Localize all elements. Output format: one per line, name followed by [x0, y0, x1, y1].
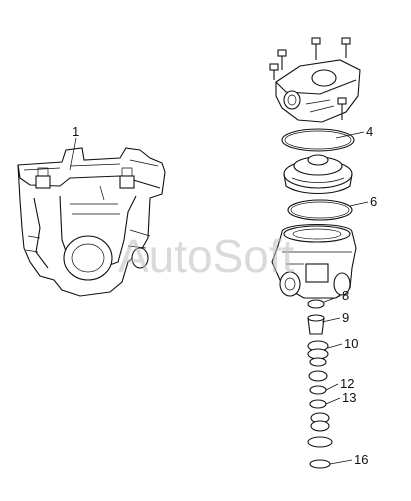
lower-housing [271, 223, 357, 299]
valve-housing-part-1 [17, 147, 166, 297]
callout-13: 13 [342, 390, 356, 405]
cover-screws [269, 37, 351, 120]
leader-lines [69, 131, 369, 465]
small-parts-stack [307, 299, 333, 469]
o-ring-part-6-inner [290, 201, 350, 219]
piston-diaphragm [283, 154, 353, 194]
o-ring-part-6 [287, 199, 353, 221]
callout-4: 4 [366, 124, 373, 139]
callout-1: 1 [72, 124, 79, 139]
callout-8: 8 [342, 288, 349, 303]
callout-6: 6 [370, 194, 377, 209]
autosoft-watermark: AutoSoft [118, 230, 295, 282]
callout-9: 9 [342, 310, 349, 325]
callout-10: 10 [344, 336, 358, 351]
o-ring-part-4 [281, 128, 355, 152]
callout-16: 16 [354, 452, 368, 467]
callout-12: 12 [340, 376, 354, 391]
top-cover [275, 59, 361, 123]
o-ring-part-4-inner [284, 130, 352, 150]
